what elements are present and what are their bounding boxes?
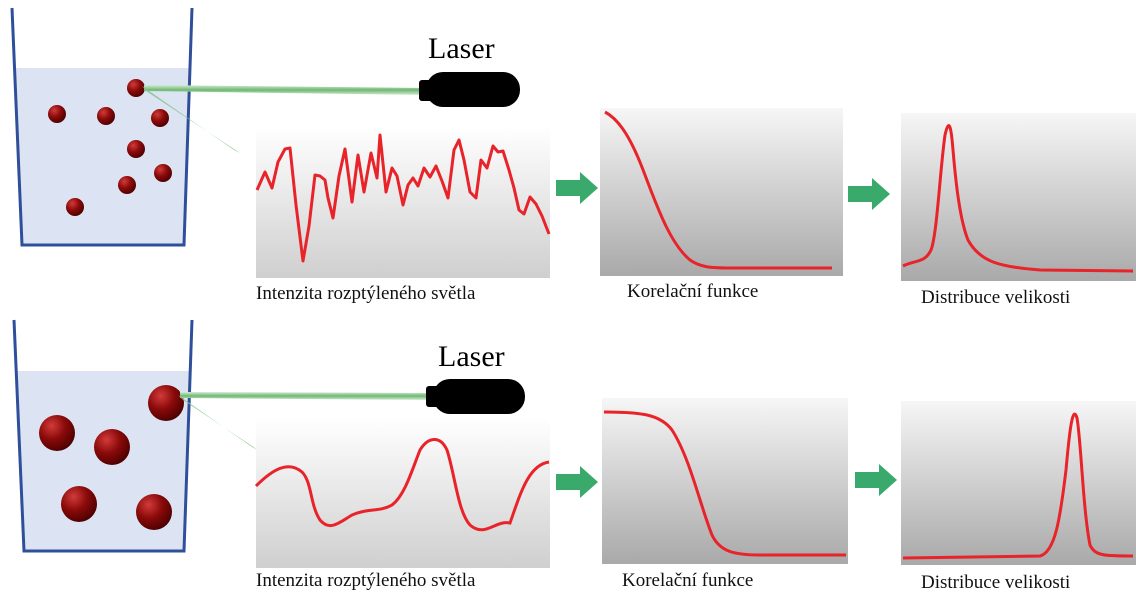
particle <box>136 494 172 530</box>
particle <box>61 486 97 522</box>
particle <box>94 429 130 465</box>
intensity-label: Intenzita rozptýleného světla <box>256 570 476 591</box>
particle <box>97 107 115 125</box>
laser-label: Laser <box>438 340 505 373</box>
correlation-panel <box>600 108 843 276</box>
particle <box>127 79 145 97</box>
row-small-particles <box>10 7 1136 281</box>
correlation-label: Korelační funkce <box>627 281 759 302</box>
laser-device <box>426 379 525 414</box>
particle <box>151 109 169 127</box>
cuvette <box>10 7 194 247</box>
particles <box>48 79 172 216</box>
particle <box>127 140 145 158</box>
particle <box>39 415 75 451</box>
laser-label: Laser <box>428 32 495 65</box>
arrow-right-icon <box>855 464 897 496</box>
correlation-label: Korelační funkce <box>622 570 754 591</box>
laser-device <box>419 72 520 107</box>
distribution-label: Distribuce velikosti <box>921 572 1071 593</box>
particles <box>39 385 184 530</box>
laser-beam <box>180 392 432 400</box>
arrow-right-icon <box>848 178 890 210</box>
arrow-right-icon <box>556 466 598 498</box>
distribution-panel <box>901 113 1136 281</box>
arrow-right-icon <box>556 172 598 204</box>
particle <box>148 385 184 421</box>
intensity-curve <box>254 438 550 532</box>
distribution-curve <box>902 412 1134 560</box>
correlation-curve <box>603 410 846 557</box>
particle <box>118 176 136 194</box>
distribution-curve <box>902 124 1134 273</box>
correlation-panel <box>602 398 848 564</box>
distribution-panel <box>901 401 1136 565</box>
laser-beam <box>144 85 425 95</box>
intensity-curve <box>255 133 551 263</box>
distribution-label: Distribuce velikosti <box>921 287 1071 308</box>
row-large-particles <box>12 319 1136 568</box>
particle <box>48 105 66 123</box>
particle <box>66 198 84 216</box>
correlation-curve <box>604 110 832 270</box>
particle <box>154 164 172 182</box>
intensity-label: Intenzita rozptýleného světla <box>256 283 476 304</box>
